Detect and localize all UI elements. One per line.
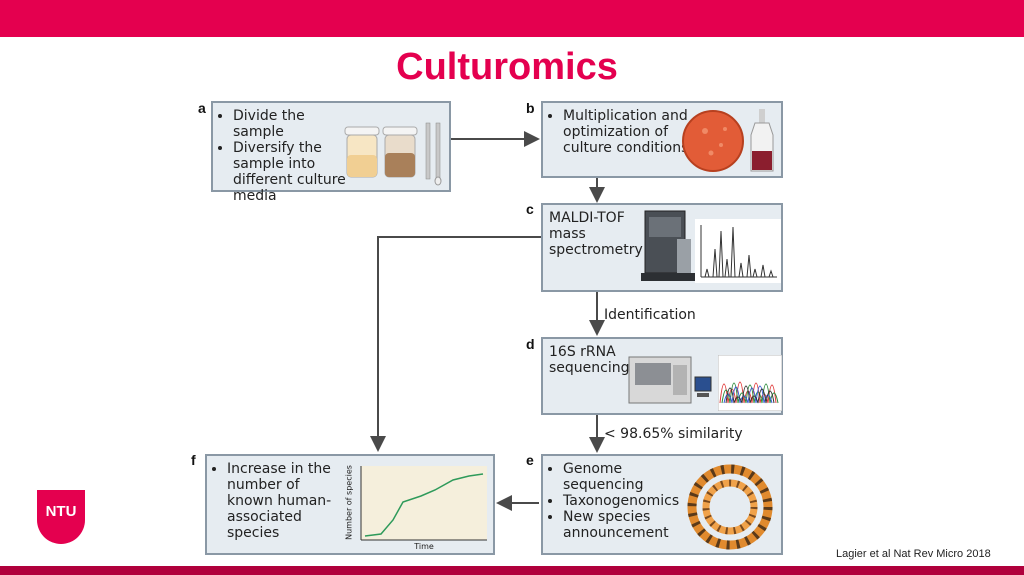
panel-f-text: Increase in the number of known human-as…	[213, 461, 348, 541]
ntu-logo: NTU	[37, 490, 85, 544]
panel-e-bullet-3: New species announcement	[563, 509, 684, 541]
mass-spectrometer-icon	[641, 210, 695, 281]
culture-jars-icon	[344, 122, 442, 186]
species-plot-xlabel: Time	[414, 542, 434, 551]
panel-a-bullet-2: Diversify the sample into different cult…	[233, 140, 349, 204]
panel-e-bullet-1: Genome sequencing	[563, 461, 684, 493]
panel-c-line-1: MALDI-TOF	[549, 210, 625, 226]
petri-dish-icon	[682, 109, 774, 172]
slide-title: Culturomics	[396, 46, 618, 88]
panel-c-label: c	[526, 201, 534, 217]
panel-a-label: a	[198, 100, 206, 116]
panel-c-line-3: spectrometry	[549, 242, 643, 258]
panel-d: 16S rRNA sequencing	[541, 337, 783, 415]
circular-genome-icon	[687, 464, 773, 550]
citation: Lagier et al Nat Rev Micro 2018	[836, 548, 991, 560]
panel-c: MALDI-TOF mass spectrometry	[541, 203, 783, 292]
panel-d-line-2: sequencing	[549, 360, 630, 376]
panel-a: Divide the sample Diversify the sample i…	[211, 101, 451, 204]
panel-e-text: Genome sequencing Taxonogenomics New spe…	[549, 461, 684, 541]
panel-f: Increase in the number of known human-as…	[205, 454, 495, 555]
panel-a-bullet-1: Divide the sample	[233, 108, 349, 140]
panel-d-line-1: 16S rRNA	[549, 344, 616, 360]
panel-a-text: Divide the sample Diversify the sample i…	[219, 108, 349, 204]
panel-d-label: d	[526, 336, 535, 352]
panel-b-bullet-1: Multiplication and optimization of cultu…	[563, 108, 689, 156]
arrow-label-identification: Identification	[604, 307, 696, 323]
panel-c-line-2: mass	[549, 226, 586, 242]
sequencer-icon	[628, 356, 712, 404]
panel-b-label: b	[526, 100, 535, 116]
bottom-brand-bar	[0, 566, 1024, 575]
arrow-label-similarity: < 98.65% similarity	[604, 426, 743, 442]
panel-c-text: MALDI-TOF mass spectrometry	[549, 210, 649, 258]
chromatogram-icon	[718, 355, 782, 411]
panel-b-text: Multiplication and optimization of cultu…	[549, 108, 689, 156]
panel-e: Genome sequencing Taxonogenomics New spe…	[541, 454, 783, 555]
spectrum-icon	[695, 219, 781, 283]
panel-b: Multiplication and optimization of cultu…	[541, 101, 783, 178]
panel-e-label: e	[526, 452, 534, 468]
species-plot: Number of species Time	[343, 462, 491, 554]
panel-f-label: f	[191, 452, 196, 468]
species-growth-line	[364, 473, 484, 537]
arrow-c-to-f	[370, 236, 541, 452]
top-brand-bar	[0, 0, 1024, 37]
panel-d-text: 16S rRNA sequencing	[549, 344, 639, 376]
panel-e-bullet-2: Taxonogenomics	[563, 493, 684, 509]
panel-f-bullet-1: Increase in the number of known human-as…	[227, 461, 348, 541]
species-plot-ylabel: Number of species	[344, 465, 354, 540]
species-plot-area	[360, 466, 487, 541]
